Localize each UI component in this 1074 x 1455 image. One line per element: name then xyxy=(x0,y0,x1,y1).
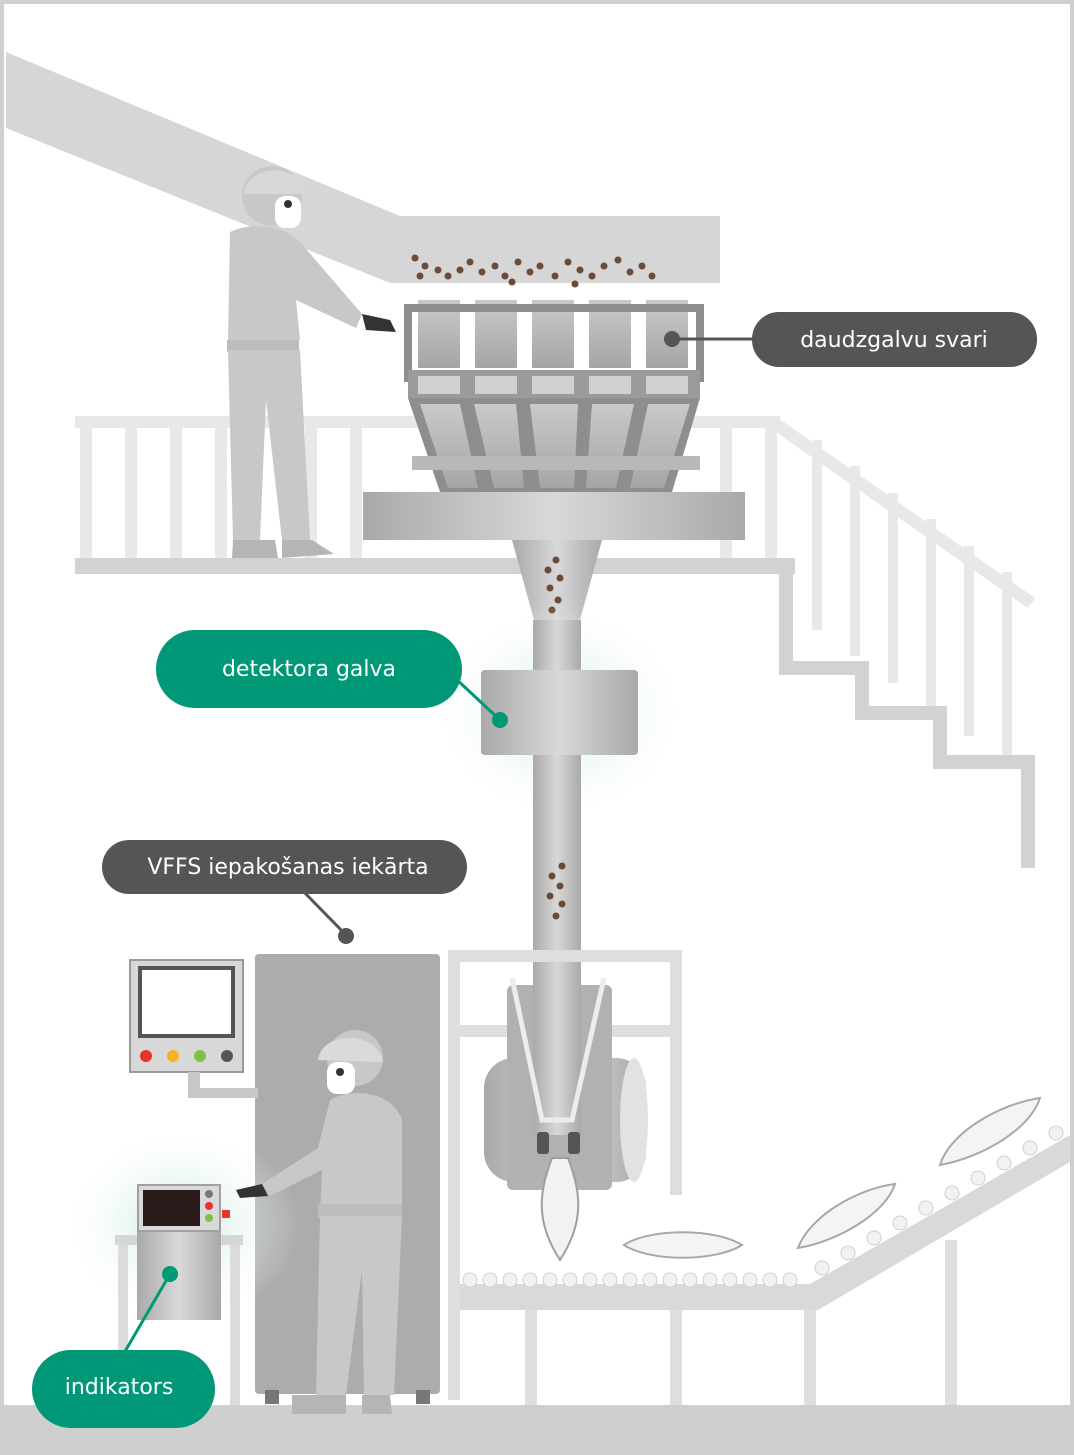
label-detector-head: detektora galva xyxy=(222,657,396,682)
worker-icon xyxy=(236,1030,402,1414)
callout-multihead-weigher[interactable]: daudzgalvu svari xyxy=(664,312,1037,367)
staircase xyxy=(779,562,1035,868)
forming-collar xyxy=(509,977,607,1123)
red-button[interactable] xyxy=(140,1050,152,1062)
worker-icon xyxy=(227,166,396,558)
label-vffs-machine: VFFS iepakošanas iekārta xyxy=(147,855,428,880)
callout-vffs-machine[interactable]: VFFS iepakošanas iekārta xyxy=(102,840,467,944)
feed-conveyor xyxy=(6,52,720,283)
yellow-button[interactable] xyxy=(167,1050,179,1062)
detector-head xyxy=(481,670,638,755)
outfeed-conveyor xyxy=(460,1125,1070,1405)
bag-forming xyxy=(540,1157,580,1262)
sealing-jaw-left xyxy=(537,1132,549,1154)
sealing-jaw-right xyxy=(568,1132,580,1154)
film-roll-end xyxy=(620,1058,648,1182)
label-indicator: indikators xyxy=(65,1375,174,1400)
platform-floor xyxy=(75,558,795,574)
vffs-cabinet-foot-left xyxy=(265,1390,279,1404)
monitor-icon[interactable] xyxy=(129,959,258,1098)
vffs-cabinet-foot-right xyxy=(416,1390,430,1404)
callout-indicator[interactable]: indikators xyxy=(32,1266,215,1428)
product-on-conveyor xyxy=(411,254,656,288)
multihead-weigher xyxy=(363,300,745,620)
green-button[interactable] xyxy=(194,1050,206,1062)
callout-detector-head[interactable]: detektora galva xyxy=(156,630,508,728)
stop-button[interactable] xyxy=(221,1050,233,1062)
finished-bags xyxy=(622,1096,1042,1259)
stair-railing xyxy=(770,416,1035,762)
label-multihead-weigher: daudzgalvu svari xyxy=(800,328,988,353)
